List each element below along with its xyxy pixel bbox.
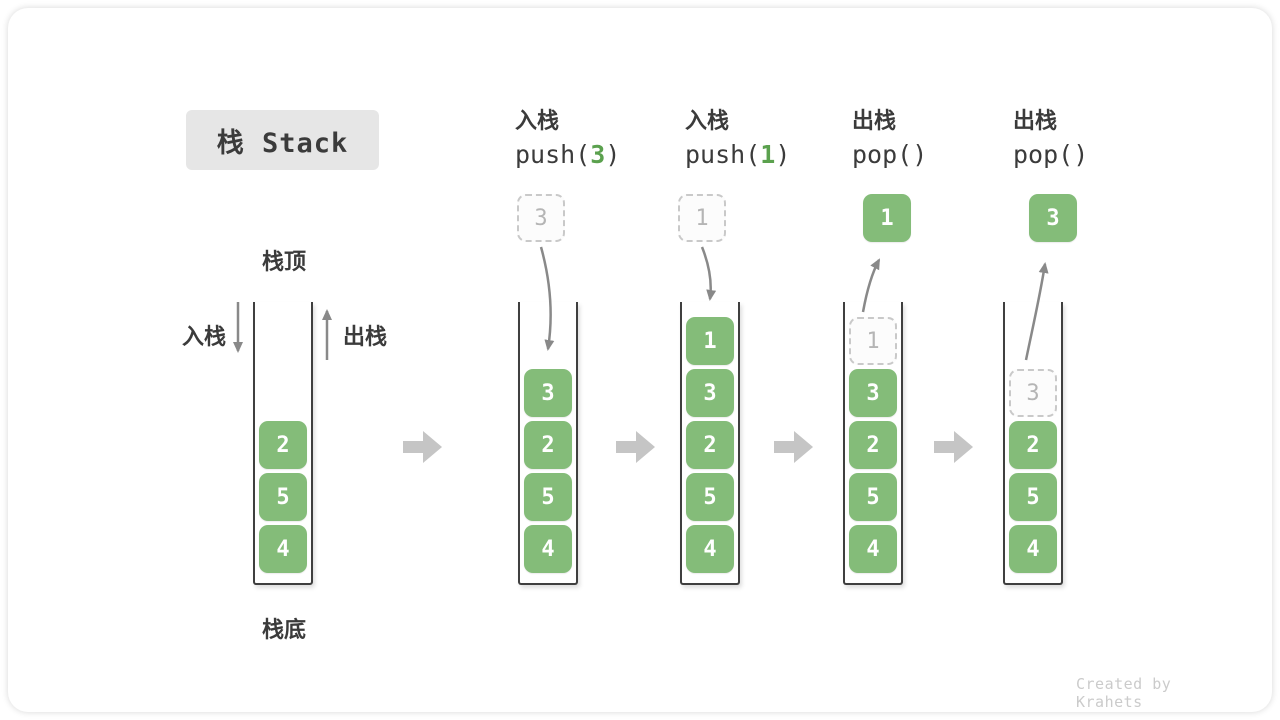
stack-block: 4 <box>259 525 307 573</box>
stack-block: 3 <box>524 369 572 417</box>
popped-value-box: 3 <box>1029 194 1077 242</box>
op-action: 入栈 <box>685 109 730 134</box>
stack-block: 2 <box>849 421 897 469</box>
stack-block: 3 <box>686 369 734 417</box>
stack-block: 2 <box>524 421 572 469</box>
pushed-value-box: 1 <box>678 194 726 242</box>
op-label-push3: 入栈 push(3) <box>515 108 620 170</box>
op-code: pop() <box>1013 140 1089 169</box>
title-text: 栈 Stack <box>216 127 349 159</box>
op-label-pop-1: 出栈 pop() <box>852 108 927 170</box>
title-badge: 栈 Stack <box>186 110 379 170</box>
op-action: 出栈 <box>852 109 897 134</box>
stack-block: 5 <box>686 473 734 521</box>
stack-top-label: 栈顶 <box>261 250 306 275</box>
stack-block: 3 <box>849 369 897 417</box>
stack-ghost-block: 3 <box>1009 369 1057 417</box>
stack-block: 2 <box>259 421 307 469</box>
pushed-value-box: 3 <box>517 194 565 242</box>
stack-block: 1 <box>686 317 734 365</box>
stack-block: 5 <box>524 473 572 521</box>
stack-ghost-block: 1 <box>849 317 897 365</box>
stack-block: 4 <box>1009 525 1057 573</box>
push1-curve-arrow <box>700 246 717 301</box>
transition-arrow-1 <box>403 431 442 463</box>
op-action: 出栈 <box>1013 109 1058 134</box>
stack-block: 2 <box>1009 421 1057 469</box>
stack-block: 4 <box>524 525 572 573</box>
stack-block: 4 <box>849 525 897 573</box>
op-label-pop-2: 出栈 pop() <box>1013 108 1088 170</box>
op-action: 入栈 <box>515 109 560 134</box>
transition-arrow-3 <box>774 431 813 463</box>
stack-block: 5 <box>259 473 307 521</box>
stack-block: 5 <box>1009 473 1057 521</box>
stack-bottom-label: 栈底 <box>261 618 306 643</box>
transition-arrow-4 <box>934 431 973 463</box>
stack-block: 2 <box>686 421 734 469</box>
op-code: pop() <box>852 140 928 169</box>
stack-block: 4 <box>686 525 734 573</box>
op-code: push(3) <box>515 140 621 169</box>
transition-arrow-2 <box>616 431 655 463</box>
op-code: push(1) <box>685 140 791 169</box>
op-label-push1: 入栈 push(1) <box>685 108 790 170</box>
watermark: Created by Krahets <box>1076 675 1172 711</box>
pop-side-label: 出栈 <box>343 325 388 350</box>
push-side-label: 入栈 <box>181 325 226 350</box>
op-arg: 3 <box>590 140 606 169</box>
stack-block: 5 <box>849 473 897 521</box>
op-arg: 1 <box>760 140 776 169</box>
popped-value-box: 1 <box>863 194 911 242</box>
